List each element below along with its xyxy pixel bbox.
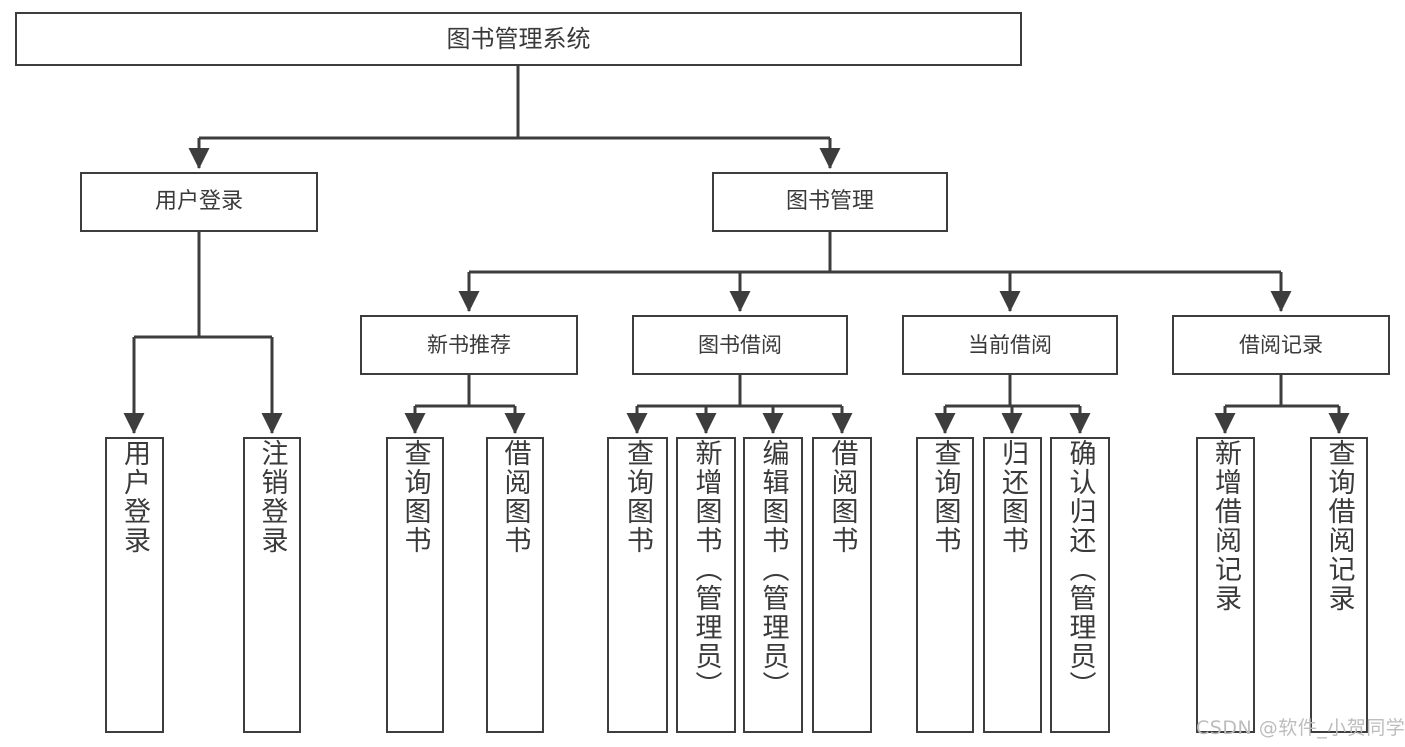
leaf-node-label: 查询图书: [929, 439, 961, 555]
node-borrow-record[interactable]: 借阅记录: [1172, 315, 1390, 375]
node-user-login-label: 用户登录: [154, 189, 243, 215]
leaf-node[interactable]: 编辑图书（管理员）: [743, 437, 803, 733]
leaf-node[interactable]: 借阅图书: [812, 437, 872, 733]
node-new-book-recommend-label: 新书推荐: [427, 332, 511, 357]
node-book-borrow-label: 图书借阅: [698, 332, 782, 357]
leaf-node-label: 用户登录: [119, 439, 150, 555]
borrow-to-leaves-connectors: [626, 375, 853, 435]
node-root-label: 图书管理系统: [446, 24, 591, 53]
leaf-node[interactable]: 查询借阅记录: [1310, 437, 1368, 733]
node-new-book-recommend[interactable]: 新书推荐: [360, 315, 578, 375]
leaf-node[interactable]: 借阅图书: [486, 437, 544, 733]
leaf-node[interactable]: 确认归还（管理员）: [1050, 437, 1110, 733]
leaf-node-label: 确认归还（管理员）: [1064, 439, 1096, 700]
leaf-node[interactable]: 注销登录: [243, 437, 301, 733]
leaf-node[interactable]: 查询图书: [607, 437, 668, 733]
leaf-node[interactable]: 用户登录: [105, 437, 164, 733]
leaf-node-label: 注销登录: [256, 439, 288, 555]
current-to-leaves-connectors: [934, 375, 1091, 435]
leaf-node-label: 归还图书: [997, 439, 1028, 555]
leaf-node-label: 新增借阅记录: [1210, 439, 1241, 613]
new-book-to-leaves-connectors: [404, 375, 526, 435]
node-borrow-record-label: 借阅记录: [1239, 332, 1323, 357]
leaf-node-label: 查询借阅记录: [1323, 439, 1355, 613]
node-current-borrow[interactable]: 当前借阅: [902, 315, 1118, 375]
record-to-leaves-connectors: [1214, 375, 1350, 435]
leaf-node-label: 查询图书: [622, 439, 653, 555]
node-book-management[interactable]: 图书管理: [712, 172, 948, 232]
book-manage-to-level2-connectors: [458, 232, 1292, 313]
leaf-node[interactable]: 归还图书: [983, 437, 1042, 733]
leaf-node-label: 借阅图书: [826, 439, 858, 555]
node-book-borrow[interactable]: 图书借阅: [632, 315, 848, 375]
leaf-node[interactable]: 新增借阅记录: [1196, 437, 1255, 733]
root-to-level1-connectors: [188, 66, 841, 170]
user-login-to-leaves-connectors: [123, 232, 283, 435]
leaf-node-label: 借阅图书: [499, 439, 531, 555]
leaf-node-label: 新增图书（管理员）: [690, 439, 722, 700]
leaf-node[interactable]: 查询图书: [386, 437, 444, 733]
leaf-node[interactable]: 新增图书（管理员）: [676, 437, 736, 733]
node-book-management-label: 图书管理: [785, 189, 874, 215]
leaf-node-label: 编辑图书（管理员）: [757, 439, 789, 700]
leaf-node-label: 查询图书: [399, 439, 431, 555]
leaf-node[interactable]: 查询图书: [916, 437, 974, 733]
node-current-borrow-label: 当前借阅: [968, 332, 1052, 357]
node-root[interactable]: 图书管理系统: [15, 12, 1022, 66]
node-user-login[interactable]: 用户登录: [80, 172, 318, 232]
